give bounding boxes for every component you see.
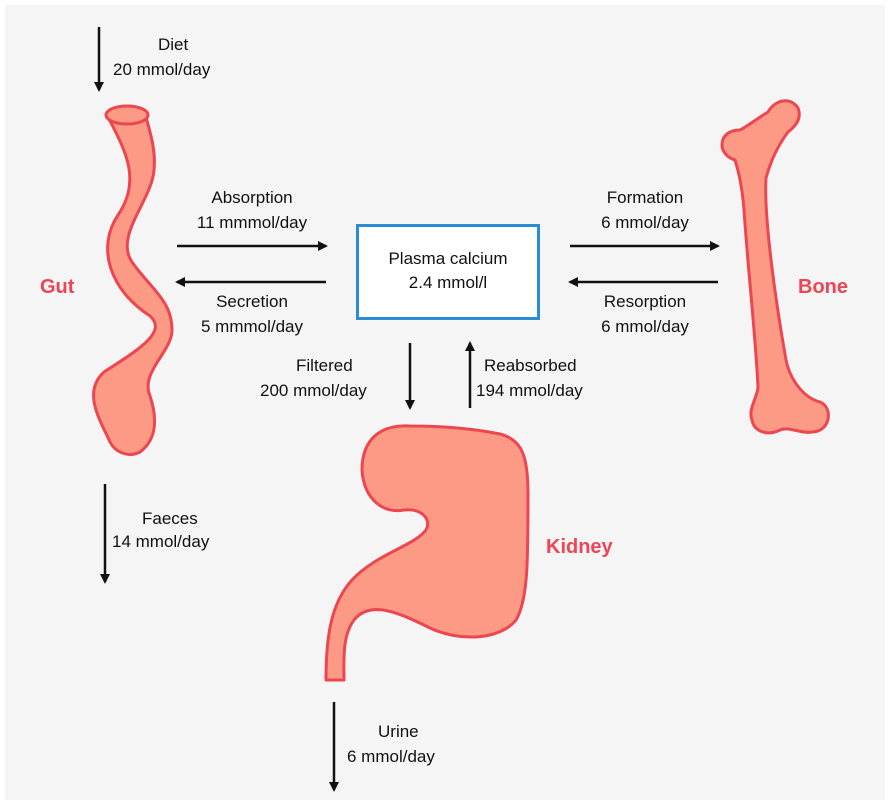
diet-value: 20 mmol/day <box>113 58 210 82</box>
plasma-calcium-box: Plasma calcium 2.4 mmol/l <box>356 224 540 320</box>
bone-label: Bone <box>798 276 848 299</box>
gut-illustration <box>94 106 172 454</box>
kidney-label: Kidney <box>546 536 613 559</box>
flow-arrows <box>99 27 718 790</box>
urine-label: Urine <box>378 720 419 744</box>
formation-value: 6 mmol/day <box>570 211 720 235</box>
absorption-label: Absorption <box>177 186 327 210</box>
gut-label: Gut <box>40 276 74 299</box>
femur-shape <box>722 101 828 433</box>
urine-value: 6 mmol/day <box>347 745 435 769</box>
kidney-shape <box>326 426 528 680</box>
absorption-value: 11 mmmol/day <box>172 211 332 235</box>
plasma-value: 2.4 mmol/l <box>359 271 537 295</box>
filtered-label: Filtered <box>296 354 353 378</box>
formation-label: Formation <box>570 186 720 210</box>
filtered-value: 200 mmol/day <box>260 379 367 403</box>
secretion-label: Secretion <box>177 290 327 314</box>
reabsorbed-value: 194 mmol/day <box>476 379 583 403</box>
resorption-value: 6 mmol/day <box>570 315 720 339</box>
faeces-label: Faeces <box>142 507 198 531</box>
gut-tube <box>94 117 172 454</box>
secretion-value: 5 mmmol/day <box>172 315 332 339</box>
faeces-value: 14 mmol/day <box>112 530 209 554</box>
diet-label: Diet <box>158 33 188 57</box>
gut-opening <box>106 106 148 124</box>
kidney-illustration <box>326 426 528 680</box>
reabsorbed-label: Reabsorbed <box>484 354 577 378</box>
bone-illustration <box>722 101 828 433</box>
plasma-title: Plasma calcium <box>359 247 537 271</box>
resorption-label: Resorption <box>570 290 720 314</box>
